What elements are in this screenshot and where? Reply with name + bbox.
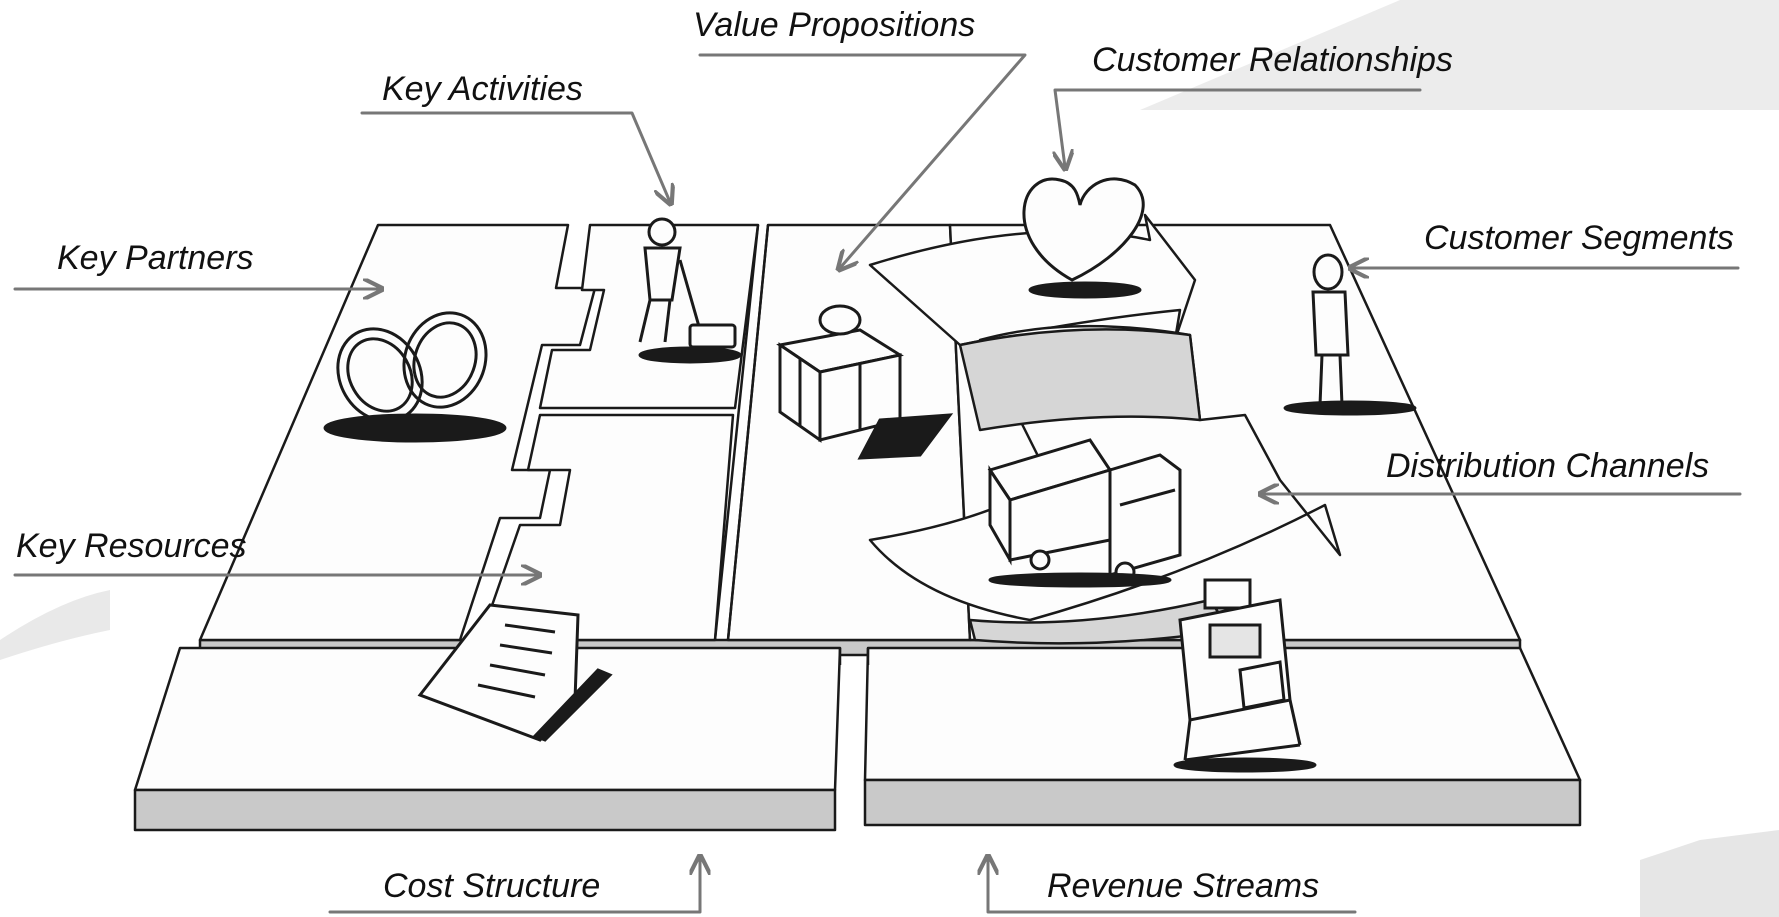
label-cost-structure: Cost Structure: [383, 867, 601, 905]
truck-icon: [987, 438, 1182, 588]
cost-structure-line: [328, 858, 700, 914]
document-icon: [417, 603, 613, 742]
label-key-activities: Key Activities: [382, 70, 583, 108]
label-revenue-streams: Revenue Streams: [1047, 867, 1320, 905]
label-customer-segments: Customer Segments: [1424, 219, 1734, 257]
lower-board: [133, 646, 1582, 832]
heart-icon: [1022, 177, 1145, 299]
worker-icon: [638, 217, 742, 364]
key-activities-line: [360, 111, 670, 202]
label-key-resources: Key Resources: [16, 527, 247, 565]
revenue-streams-line: [988, 858, 1357, 914]
callout-lines: [13, 53, 1742, 914]
label-customer-relationships: Customer Relationships: [1092, 41, 1453, 79]
customer-relationships-line: [1055, 88, 1422, 167]
gift-box-icon: [776, 304, 954, 460]
label-value-propositions: Value Propositions: [693, 6, 976, 44]
label-key-partners: Key Partners: [57, 239, 254, 277]
cash-register-icon: [1173, 578, 1317, 773]
label-distribution-channels: Distribution Channels: [1386, 447, 1710, 485]
person-icon: [1283, 253, 1417, 416]
value-propositions-line: [698, 53, 1027, 268]
rings-icon: [323, 311, 507, 443]
key-resources-tile: [478, 413, 735, 642]
